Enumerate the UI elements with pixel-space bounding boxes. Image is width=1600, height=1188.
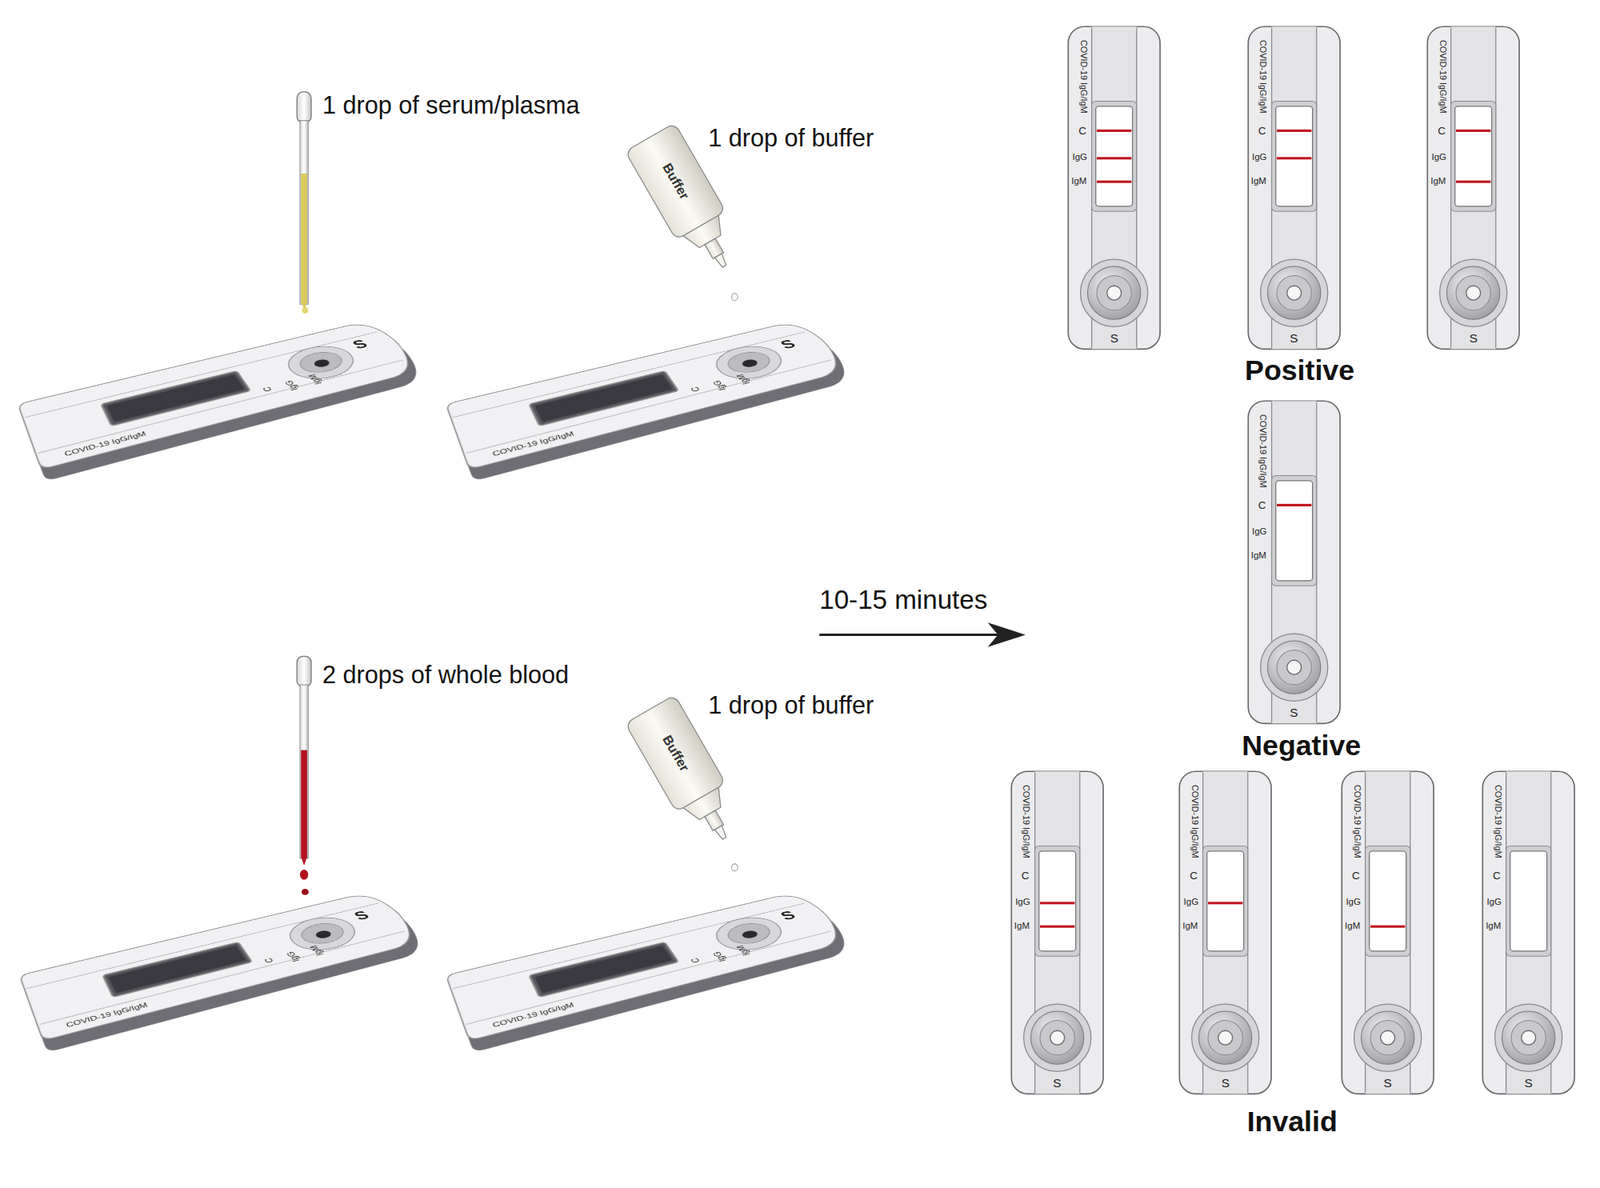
sample-well-label: S [1289,332,1298,344]
line-label: C [1189,870,1198,881]
cassette-name: COVID-19 IgG/IgM [1190,784,1200,858]
line-label: IgM [1014,921,1030,931]
test-cassette: COVID-19 IgG/IgM C IgG IgM S [1178,770,1272,1096]
cassette-name: COVID-19 IgG/IgM [1021,784,1031,858]
line-label: IgM [1251,176,1267,186]
line-label: IgG [1345,897,1361,907]
sample-well-label: S [1221,1076,1230,1089]
line-label: C [1258,125,1267,136]
test-cassette: SIgMIgGCCOVID-19 IgG/IgM [8,312,434,479]
test-cassette: COVID-19 IgG/IgM C IgG IgM S [1247,25,1341,351]
line-label: C [1078,125,1087,136]
test-cassette: COVID-19 IgG/IgM C IgG IgM S [1010,770,1104,1096]
sample-well-label: S [1110,332,1119,344]
result-label: Negative [1241,730,1361,762]
line-label: C [1021,870,1030,881]
line-label: IgG [1486,897,1502,907]
pipette [296,92,312,314]
line-label: IgM [1251,551,1267,560]
sample-well-label: S [1524,1076,1533,1089]
instruction-label: 1 drop of serum/plasma [322,92,580,120]
cassette-name: COVID-19 IgG/IgM [1438,40,1448,113]
sample-well-label: S [1289,706,1298,719]
line-label: IgM [1182,921,1198,931]
test-cassette: SIgMIgGCCOVID-19 IgG/IgM [437,312,863,479]
cassette-name: COVID-19 IgG/IgM [1493,784,1503,858]
sample-well-label: S [1384,1076,1392,1089]
sample-well-label: S [1469,332,1478,344]
time-label: 10-15 minutes [819,585,988,615]
cassette-name: COVID-19 IgG/IgM [1079,40,1088,113]
result-label: Invalid [1247,1106,1338,1138]
test-cassette: COVID-19 IgG/IgM C IgG IgM S [1247,400,1341,725]
line-label: IgM [1485,921,1501,931]
line-label: IgM [1344,921,1360,931]
test-cassette: COVID-19 IgG/IgM C IgG IgM S [1340,770,1435,1096]
line-label: C [1352,870,1360,881]
line-label: IgM [1430,176,1446,186]
cassette-name: COVID-19 IgG/IgM [1258,40,1268,113]
line-label: IgG [1015,897,1031,907]
arrow [819,622,1026,648]
line-label: IgG [1072,152,1088,162]
test-cassette: COVID-19 IgG/IgM C IgG IgM S [1067,25,1161,351]
line-label: C [1258,500,1267,511]
test-cassette: COVID-19 IgG/IgM C IgG IgM S [1481,770,1576,1096]
line-label: IgG [1432,152,1448,162]
line-label: C [1492,870,1501,881]
instruction-label: 1 drop of buffer [708,692,874,720]
line-label: C [1437,125,1446,136]
result-label: Positive [1244,355,1355,387]
cassette-name: COVID-19 IgG/IgM [1258,414,1268,488]
line-label: IgM [1071,176,1087,186]
line-label: IgG [1184,897,1200,907]
test-cassette: SIgMIgGCCOVID-19 IgG/IgM [10,883,436,1050]
buffer-drop [732,864,739,872]
line-label: IgG [1252,527,1268,536]
test-cassette: SIgMIgGCCOVID-19 IgG/IgM [437,883,863,1050]
sample-well-label: S [1052,1076,1061,1089]
line-label: IgG [1252,152,1268,162]
cassette-name: COVID-19 IgG/IgM [1352,784,1362,858]
instruction-label: 2 drops of whole blood [322,661,569,689]
pipette [296,656,312,895]
buffer-drop [732,293,739,301]
instruction-label: 1 drop of buffer [708,124,874,152]
test-cassette: COVID-19 IgG/IgM C IgG IgM S [1426,25,1520,351]
